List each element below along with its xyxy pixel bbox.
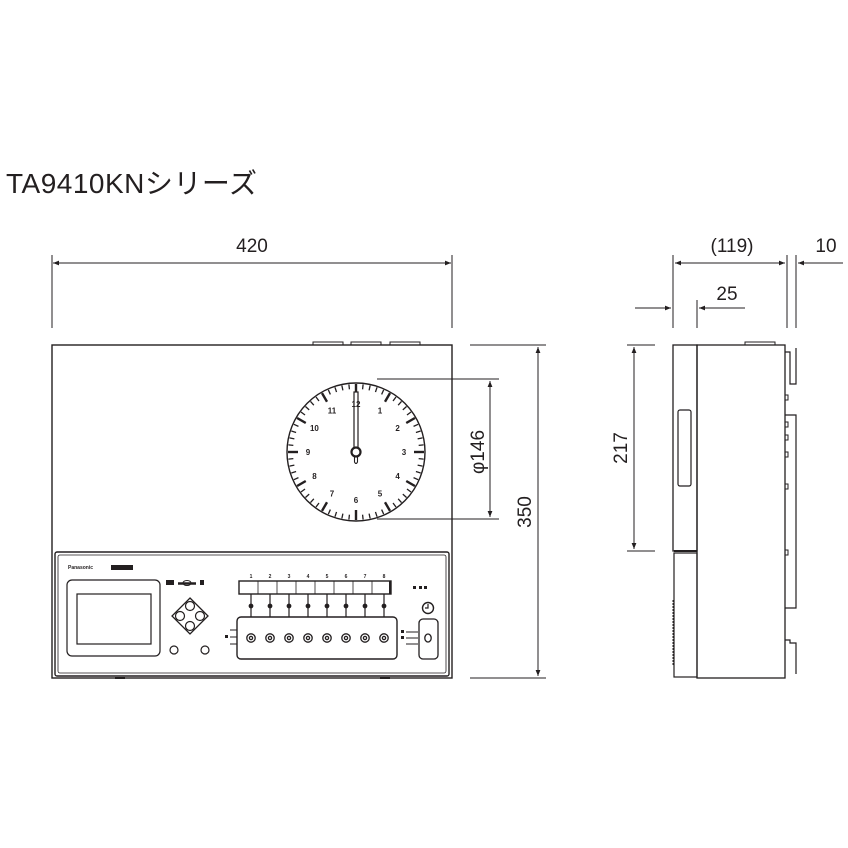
channel-number: 7 — [364, 574, 367, 580]
clock-numeral: 10 — [310, 424, 319, 433]
channel-number: 6 — [345, 574, 348, 580]
clock-numeral: 9 — [306, 448, 311, 457]
channel-number: 2 — [269, 574, 272, 580]
clock-numeral: 1 — [378, 406, 383, 415]
cover-height-dimension-label: 217 — [611, 432, 632, 464]
width-dimension-label: 420 — [236, 236, 268, 257]
clock-icon — [421, 601, 435, 615]
front-cover-dimension-label: 25 — [716, 284, 737, 305]
front-view — [51, 255, 546, 679]
bracket-dimension-label: 10 — [815, 236, 836, 257]
series-title: TA9410KNシリーズ — [6, 168, 258, 199]
clock-numeral: 8 — [312, 472, 317, 481]
clock-numeral: 2 — [395, 424, 400, 433]
clock-numeral: 6 — [354, 496, 359, 505]
clock-numeral: 12 — [352, 400, 361, 409]
depth-dimension-label: (119) — [711, 236, 754, 257]
channel-number: 3 — [288, 574, 291, 580]
clock-diameter-label: φ146 — [468, 430, 489, 474]
clock-numeral: 11 — [328, 406, 337, 415]
channel-number: 5 — [326, 574, 329, 580]
brand-label: Panasonic — [68, 565, 93, 571]
channel-number: 4 — [307, 574, 310, 580]
clock-numeral: 5 — [378, 490, 383, 499]
clock-numeral: 3 — [402, 448, 407, 457]
height-dimension-label: 350 — [515, 496, 536, 528]
side-view — [627, 255, 843, 679]
clock-numeral: 7 — [330, 490, 335, 499]
channel-number: 8 — [383, 574, 386, 580]
channel-numbers: 1 2 3 4 5 6 7 8 — [250, 574, 386, 580]
channel-number: 1 — [250, 574, 253, 580]
clock-numeral: 4 — [395, 472, 400, 481]
